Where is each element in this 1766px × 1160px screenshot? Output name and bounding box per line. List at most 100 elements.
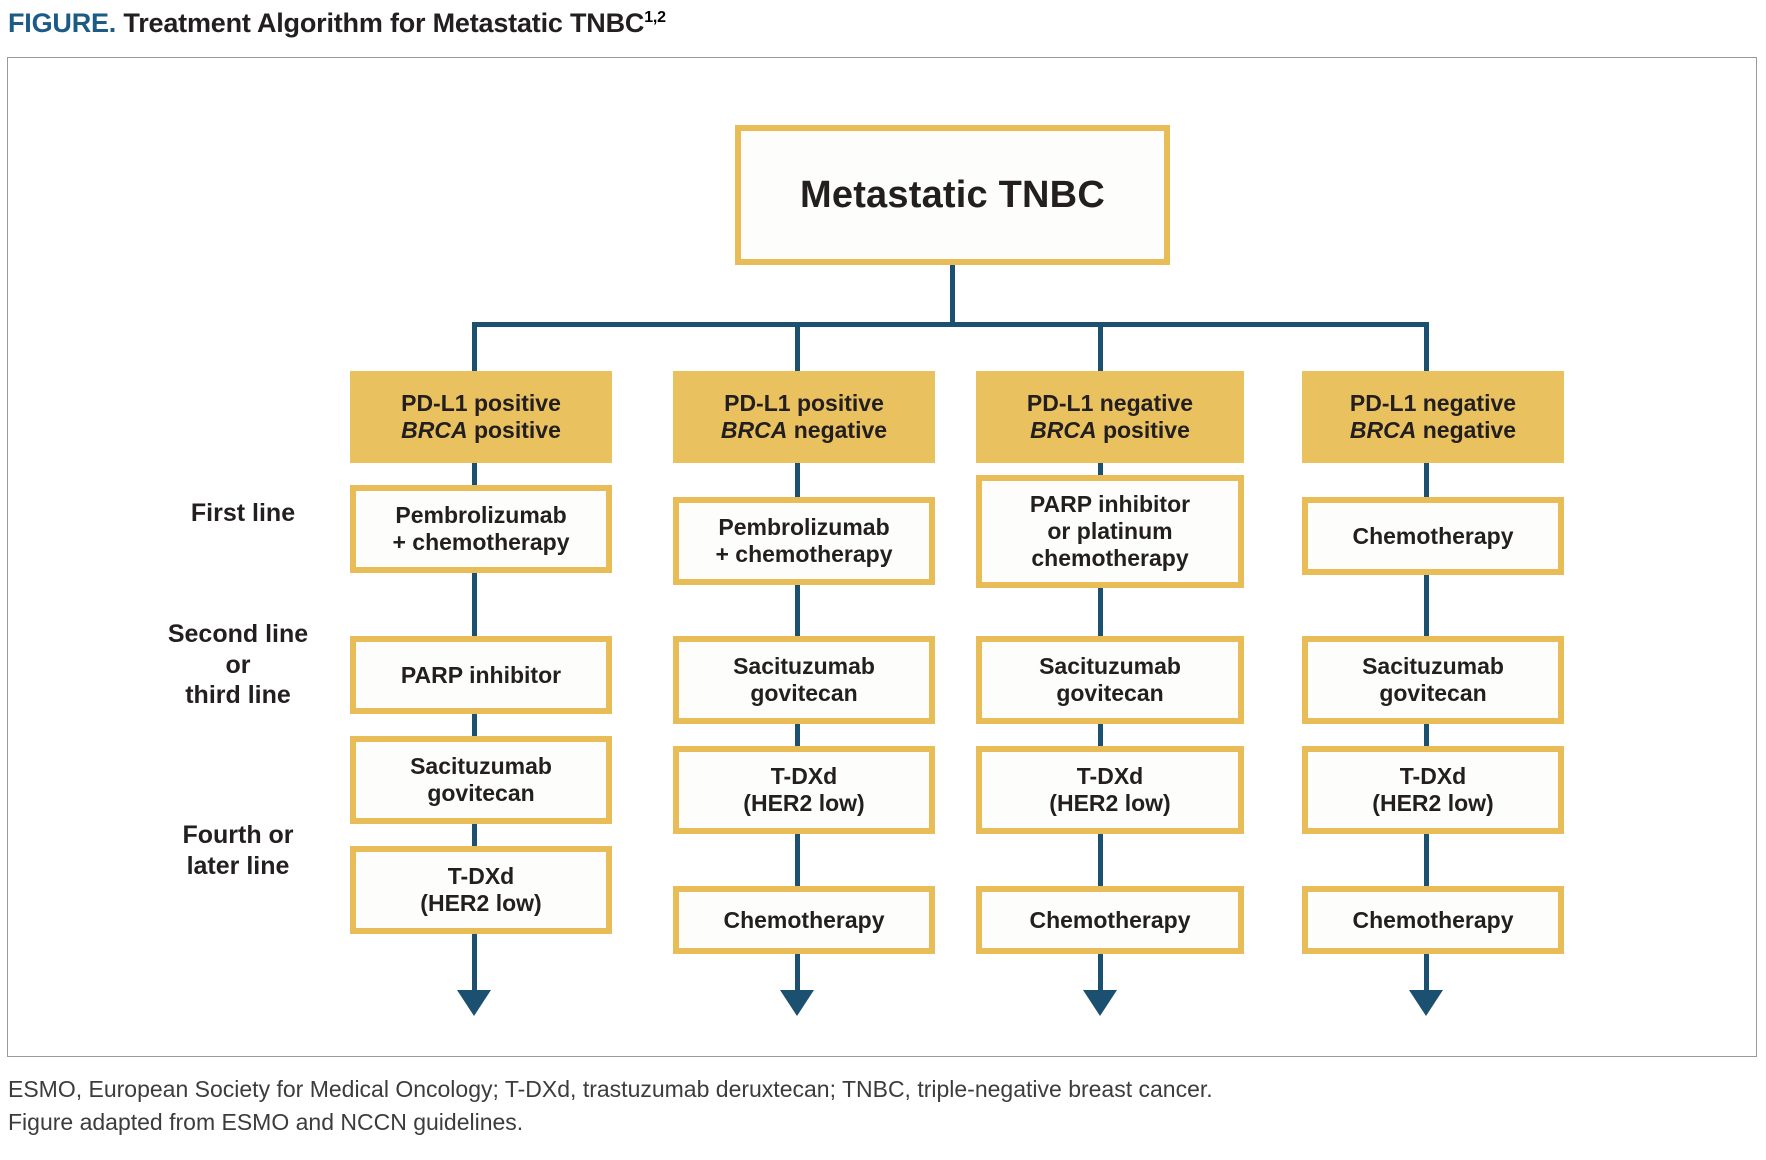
node-c1-n2[interactable]: PARP inhibitor <box>350 636 612 714</box>
figure-kicker: FIGURE. <box>8 8 117 38</box>
node-c4-n4[interactable]: Chemotherapy <box>1302 886 1564 954</box>
row-label-third-line-text: third line <box>185 681 291 709</box>
header-col1-line2: BRCA positive <box>401 417 561 444</box>
node-c4-n2-line2: govitecan <box>1379 680 1487 706</box>
connector-col4-n1-n2 <box>1424 575 1429 636</box>
connector-col3-h-n1 <box>1098 463 1103 475</box>
connector-col3-n2-n3 <box>1098 724 1103 746</box>
connector-col4-h-n1 <box>1424 463 1429 497</box>
connector-col3-n1-n2 <box>1098 588 1103 636</box>
node-c1-n3-line1: Sacituzumab <box>410 753 552 780</box>
node-c1-n3-line2: govitecan <box>427 780 535 806</box>
gene-brca-col2: BRCA <box>720 417 788 443</box>
node-c3-n2-line2: govitecan <box>1056 680 1164 706</box>
node-c1-n4-line2: (HER2 low) <box>420 890 542 916</box>
header-pdl1-neg-brca-pos[interactable]: PD-L1 negative BRCA positive <box>976 371 1244 463</box>
node-c4-n1[interactable]: Chemotherapy <box>1302 497 1564 575</box>
node-c2-n4[interactable]: Chemotherapy <box>673 886 935 954</box>
connector-col1-n2-n3 <box>472 714 477 736</box>
connector-col4-n3-n4 <box>1424 834 1429 886</box>
connector-bus-drop-col2 <box>795 322 800 372</box>
node-c2-n2[interactable]: Sacituzumab govitecan <box>673 636 935 724</box>
connector-col1-n1-n2 <box>472 573 477 636</box>
header-pdl1-pos-brca-neg[interactable]: PD-L1 positive BRCA negative <box>673 371 935 463</box>
connector-col2-terminal <box>795 954 800 994</box>
footnote-source: Figure adapted from ESMO and NCCN guidel… <box>8 1108 524 1135</box>
node-c1-n2-line1: PARP inhibitor <box>400 661 562 688</box>
flowchart-canvas: Metastatic TNBC First line Second line o… <box>8 58 1758 1058</box>
node-c2-n1[interactable]: Pembrolizumab + chemotherapy <box>673 497 935 585</box>
header-col4-line2-rest: negative <box>1416 417 1517 443</box>
node-c3-n4-line1: Chemotherapy <box>1029 906 1191 933</box>
node-c2-n2-line1: Sacituzumab <box>733 653 875 680</box>
header-col3-line2-rest: positive <box>1096 417 1190 443</box>
node-c2-n3-line2: (HER2 low) <box>743 790 865 816</box>
footnote-abbreviations: ESMO, European Society for Medical Oncol… <box>8 1076 1213 1102</box>
node-c2-n3[interactable]: T-DXd (HER2 low) <box>673 746 935 834</box>
figure-title-text: Treatment Algorithm for Metastatic TNBC <box>123 8 645 38</box>
header-pdl1-pos-brca-pos[interactable]: PD-L1 positive BRCA positive <box>350 371 612 463</box>
node-c2-n1-line2: + chemotherapy <box>715 541 893 567</box>
node-c3-n4[interactable]: Chemotherapy <box>976 886 1244 954</box>
arrow-col3-terminal-icon <box>1083 990 1117 1016</box>
row-label-second-or-third-line: Second line or third line <box>118 619 358 711</box>
node-c1-n3[interactable]: Sacituzumab govitecan <box>350 736 612 824</box>
node-c2-n2-line2: govitecan <box>750 680 858 706</box>
gene-brca-col1: BRCA <box>401 417 468 443</box>
node-c3-n2[interactable]: Sacituzumab govitecan <box>976 636 1244 724</box>
node-c1-n1-line1: Pembrolizumab <box>395 502 567 529</box>
node-c3-n3-line1: T-DXd <box>1076 763 1144 790</box>
page-title: FIGURE. Treatment Algorithm for Metastat… <box>8 8 666 39</box>
node-c2-n1-line1: Pembrolizumab <box>718 514 890 541</box>
connector-bus <box>472 322 1429 327</box>
connector-bus-drop-col4 <box>1424 322 1429 372</box>
footnotes: ESMO, European Society for Medical Oncol… <box>8 1073 1213 1138</box>
node-c3-n1-line2: or platinum <box>1047 518 1173 545</box>
node-c4-n2[interactable]: Sacituzumab govitecan <box>1302 636 1564 724</box>
row-label-first-line: First line <box>128 498 358 529</box>
node-c1-n1-line2: + chemotherapy <box>392 529 570 555</box>
node-c3-n1[interactable]: PARP inhibitor or platinum chemotherapy <box>976 475 1244 588</box>
node-c4-n1-line1: Chemotherapy <box>1352 522 1514 549</box>
node-c4-n3-line2: (HER2 low) <box>1372 790 1494 816</box>
connector-col2-h-n1 <box>795 463 800 497</box>
header-col4-line1: PD-L1 negative <box>1349 390 1517 417</box>
header-col3-line1: PD-L1 negative <box>1026 390 1194 417</box>
row-label-or-text: or <box>225 650 251 679</box>
header-col2-line2-rest: negative <box>787 417 888 443</box>
node-metastatic-tnbc-label: Metastatic TNBC <box>800 173 1105 216</box>
header-col1-line2-rest: positive <box>467 417 561 443</box>
gene-brca-col4: BRCA <box>1349 417 1417 443</box>
node-c2-n4-line1: Chemotherapy <box>723 906 885 933</box>
header-col2-line1: PD-L1 positive <box>724 390 884 417</box>
node-c1-n1[interactable]: Pembrolizumab + chemotherapy <box>350 485 612 573</box>
row-label-fourth-or-text: Fourth or <box>182 821 294 849</box>
node-c3-n3[interactable]: T-DXd (HER2 low) <box>976 746 1244 834</box>
figure-frame: Metastatic TNBC First line Second line o… <box>7 57 1757 1057</box>
row-label-first-line-text: First line <box>190 499 296 527</box>
node-c1-n4[interactable]: T-DXd (HER2 low) <box>350 846 612 934</box>
header-pdl1-neg-brca-neg[interactable]: PD-L1 negative BRCA negative <box>1302 371 1564 463</box>
connector-col1-h-n1 <box>472 463 477 485</box>
header-col1-line1: PD-L1 positive <box>401 390 561 417</box>
connector-col4-terminal <box>1424 954 1429 994</box>
node-metastatic-tnbc[interactable]: Metastatic TNBC <box>735 125 1170 265</box>
arrow-col4-terminal-icon <box>1409 990 1443 1016</box>
connector-col2-n1-n2 <box>795 585 800 636</box>
node-c2-n3-line1: T-DXd <box>770 763 838 790</box>
row-label-later-line-text: later line <box>186 851 290 880</box>
node-c4-n3-line1: T-DXd <box>1399 763 1467 790</box>
title-superscript: 1,2 <box>644 9 666 26</box>
node-c4-n3[interactable]: T-DXd (HER2 low) <box>1302 746 1564 834</box>
connector-bus-drop-col1 <box>472 322 477 372</box>
header-col3-line2: BRCA positive <box>1027 417 1193 444</box>
node-c3-n1-line3: chemotherapy <box>1031 544 1189 571</box>
gene-brca-col3: BRCA <box>1030 417 1097 443</box>
connector-col2-n3-n4 <box>795 834 800 886</box>
connector-col3-terminal <box>1098 954 1103 994</box>
row-label-fourth-or-later-line: Fourth or later line <box>118 820 358 881</box>
connector-col1-n3-n4 <box>472 824 477 846</box>
row-label-second-line-text: Second line <box>167 620 309 648</box>
connector-col4-n2-n3 <box>1424 724 1429 746</box>
connector-col1-terminal <box>472 934 477 994</box>
